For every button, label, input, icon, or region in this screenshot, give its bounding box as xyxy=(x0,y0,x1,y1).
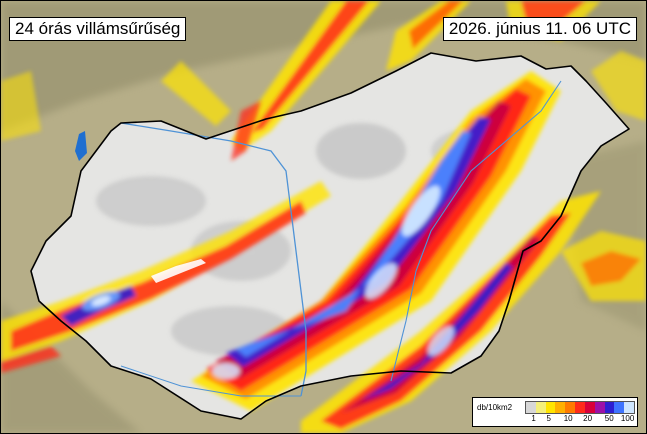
legend-swatch xyxy=(575,402,585,413)
low-density-patch xyxy=(316,123,406,179)
map-timestamp: 2026. június 11. 06 UTC xyxy=(442,17,637,41)
legend-swatch xyxy=(535,402,546,413)
legend-tick-label: 100 xyxy=(620,414,635,423)
legend-ticks: 1 5 10 20 50 100 xyxy=(525,414,635,424)
lightning-band-east xyxy=(1,71,646,301)
mountain-shade xyxy=(1,301,141,433)
legend-swatch xyxy=(604,402,615,413)
low-density-patch xyxy=(96,176,206,226)
country-border xyxy=(30,52,630,420)
legend-tick-label: 5 xyxy=(546,414,551,423)
legend-tick-label: 10 xyxy=(563,414,573,423)
river-tisza xyxy=(390,80,562,382)
legend-tick-label: 1 xyxy=(531,414,536,423)
legend-swatch xyxy=(614,402,625,413)
lightning-band-main xyxy=(191,71,561,411)
legend-swatch xyxy=(624,402,634,413)
legend-color-bar xyxy=(525,401,635,414)
legend-swatch xyxy=(565,402,576,413)
lake-fertő xyxy=(75,131,87,161)
legend-tick-label: 20 xyxy=(583,414,593,423)
lightning-band-south xyxy=(301,191,601,433)
river-drava xyxy=(120,365,301,397)
color-legend: db/10km2 1 5 10 20 50 100 xyxy=(472,397,638,427)
legend-swatch xyxy=(584,402,595,413)
legend-swatch xyxy=(555,402,566,413)
legend-tick-label: 50 xyxy=(604,414,614,423)
legend-swatch xyxy=(526,402,536,413)
legend-swatch xyxy=(594,402,605,413)
lightning-band-northwest xyxy=(161,51,646,161)
legend-swatch xyxy=(545,402,556,413)
lake-balaton xyxy=(151,259,206,283)
lightning-band-north xyxy=(231,1,601,151)
legend-unit-label: db/10km2 xyxy=(477,403,513,412)
map-title: 24 órás villámsűrűség xyxy=(9,17,187,41)
